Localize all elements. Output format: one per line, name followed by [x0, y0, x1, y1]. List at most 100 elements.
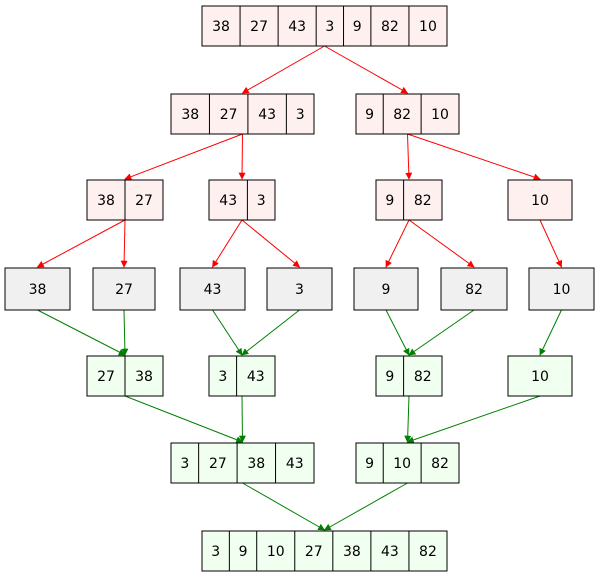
cell-value: 38: [212, 19, 230, 35]
cell-value: 43: [258, 107, 276, 123]
cell-value: 3: [257, 193, 266, 209]
node-box: [440, 267, 508, 311]
cell-value: 9: [353, 19, 362, 35]
node-m2: 3 43: [208, 355, 276, 397]
cell-value: 82: [419, 544, 437, 560]
node-box: [375, 355, 443, 397]
cell-value: 43: [247, 369, 265, 385]
cell-value: 27: [250, 19, 268, 35]
cell-value: 3: [211, 544, 220, 560]
node-box: [208, 179, 276, 221]
cell-value: 27: [97, 369, 115, 385]
node-box: [4, 267, 71, 311]
cell-value: 38: [247, 456, 265, 472]
edge-m3-to-mR: [404, 395, 412, 443]
edge-sR-to-sRL: [405, 133, 413, 180]
cell-value: 27: [220, 107, 238, 123]
edge-l27-to-m1: [121, 309, 129, 356]
node-box: [266, 267, 333, 311]
node-box: [355, 442, 460, 484]
node-box: [179, 267, 246, 311]
node-box: [201, 530, 448, 572]
edge-l43-to-m2: [212, 309, 243, 356]
cell-value: 9: [239, 544, 248, 560]
node-box: [528, 267, 595, 311]
cell-value: 10: [431, 107, 449, 123]
node-box: [170, 93, 315, 135]
cell-value: 82: [465, 282, 483, 298]
node-box: [507, 355, 573, 397]
node-sRR: 10: [507, 179, 573, 221]
node-m4: 10: [507, 355, 573, 397]
node-box: [355, 93, 460, 135]
cell-value: 10: [393, 456, 411, 472]
edge-sLR-to-l3: [241, 219, 301, 268]
node-box: [208, 355, 276, 397]
cell-value: 38: [29, 282, 47, 298]
edge-sLL-to-l27: [120, 219, 128, 268]
edges-layer: [36, 45, 563, 531]
edge-mL-to-final: [242, 482, 326, 531]
node-box: [170, 442, 315, 484]
node-box: [201, 5, 448, 47]
node-sLR: 43 3: [208, 179, 276, 221]
edge-sL-to-sLL: [124, 133, 243, 181]
cell-value: 3: [180, 456, 189, 472]
cell-value: 27: [209, 456, 227, 472]
edge-sLL-to-l38: [36, 219, 126, 268]
edge-sRR-to-l10: [539, 219, 563, 268]
node-m1: 27 38: [86, 355, 164, 397]
cell-value: 9: [365, 456, 374, 472]
node-mL: 3 27 38 43: [170, 442, 315, 484]
cell-value: 9: [382, 282, 391, 298]
cell-value: 43: [381, 544, 399, 560]
node-l27: 27: [92, 267, 156, 311]
node-box: [353, 267, 419, 311]
node-l9: 9: [353, 267, 419, 311]
cell-value: 10: [419, 19, 437, 35]
cell-value: 82: [414, 193, 432, 209]
cell-value: 38: [181, 107, 199, 123]
cell-value: 27: [115, 282, 133, 298]
node-l3: 3: [266, 267, 333, 311]
cell-value: 27: [135, 193, 153, 209]
cell-value: 10: [267, 544, 285, 560]
edge-root-to-sR: [324, 45, 409, 94]
cell-value: 43: [286, 456, 304, 472]
edge-l38-to-m1: [37, 309, 126, 356]
cell-value: 9: [385, 369, 394, 385]
edge-sL-to-sLR: [238, 133, 246, 180]
cell-value: 82: [431, 456, 449, 472]
edge-m2-to-mL: [238, 395, 246, 443]
cell-value: 10: [553, 282, 571, 298]
node-mR: 9 10 82: [355, 442, 460, 484]
edge-sRL-to-l9: [385, 219, 410, 268]
edge-l9-to-m3: [385, 309, 410, 356]
node-l82: 82: [440, 267, 508, 311]
node-l43: 43: [179, 267, 246, 311]
node-box: [507, 179, 573, 221]
cell-value: 43: [288, 19, 306, 35]
edge-m1-to-mL: [124, 395, 244, 443]
edge-sR-to-sRR: [407, 133, 541, 181]
edge-l3-to-m2: [241, 309, 300, 356]
cell-value: 3: [218, 369, 227, 385]
cell-value: 10: [531, 193, 549, 209]
cell-value: 38: [135, 369, 153, 385]
edge-sRL-to-l82: [408, 219, 475, 268]
cell-value: 3: [296, 107, 305, 123]
edge-mR-to-final: [323, 482, 408, 531]
edge-root-to-sL: [241, 45, 325, 94]
edge-m4-to-mR: [406, 395, 541, 444]
cell-value: 27: [305, 544, 323, 560]
node-l10: 10: [528, 267, 595, 311]
edge-l10-to-m4: [539, 309, 562, 356]
cell-value: 43: [219, 193, 237, 209]
cell-value: 82: [393, 107, 411, 123]
